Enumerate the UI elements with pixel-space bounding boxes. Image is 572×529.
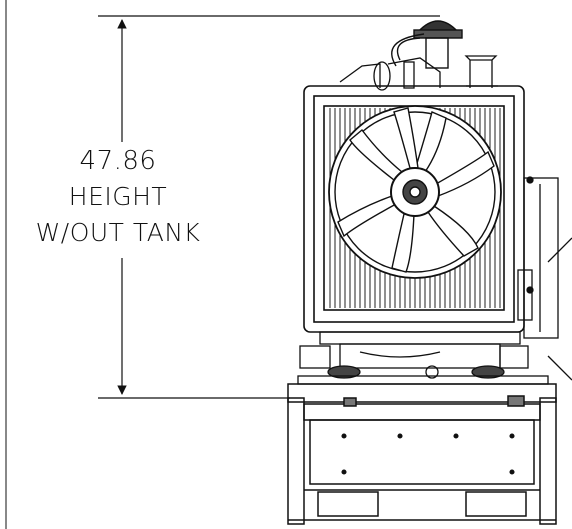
skid-frame — [287, 383, 557, 525]
side-bracket — [517, 176, 572, 381]
dimension-label-without-tank: W/OUT TANK — [8, 218, 228, 247]
engine-mounts — [297, 331, 549, 385]
engine-top-hoses — [339, 55, 498, 91]
dimension-value: 47.86 — [8, 146, 228, 176]
air-filter-cap — [391, 20, 463, 69]
cooling-fan — [328, 105, 502, 279]
dimension-label-height: HEIGHT — [8, 182, 228, 211]
